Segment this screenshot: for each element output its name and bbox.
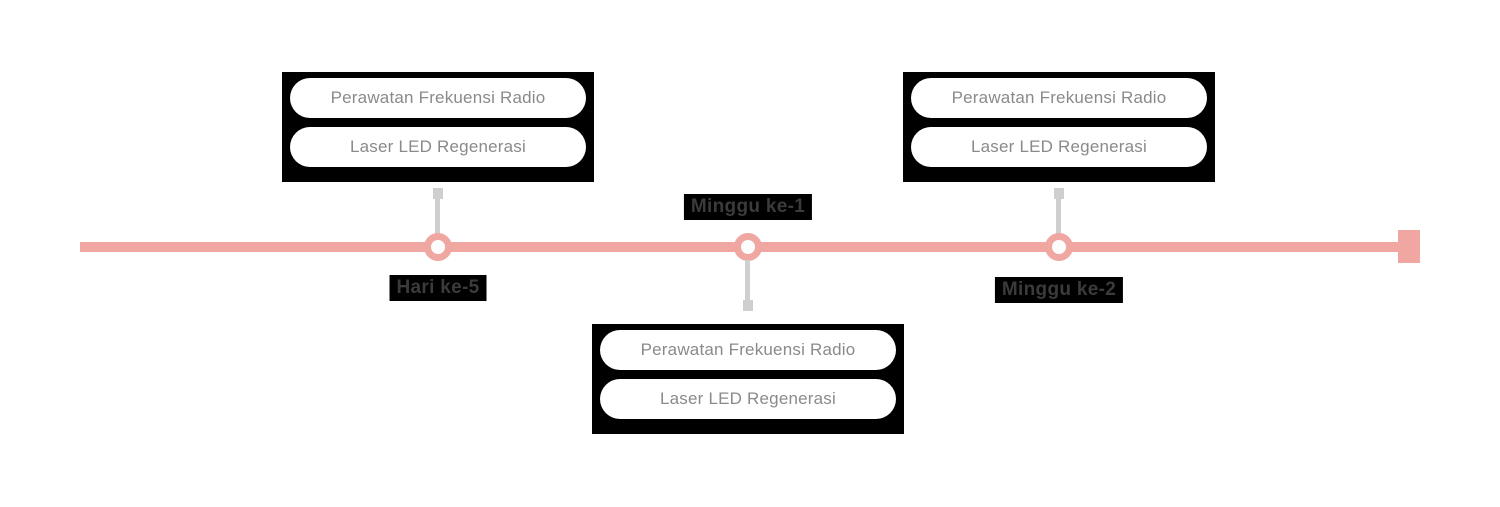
treatment-pill: Perawatan Frekuensi Radio: [911, 78, 1207, 118]
timeline-node: [734, 233, 762, 261]
timeline-end-cap: [1398, 230, 1420, 263]
connector-cap: [1054, 188, 1064, 199]
event-label: Hari ke-5: [389, 275, 487, 301]
connector-cap: [433, 188, 443, 199]
treatment-pill: Laser LED Regenerasi: [911, 127, 1207, 167]
treatment-pill: Laser LED Regenerasi: [600, 379, 896, 419]
treatment-pill: Perawatan Frekuensi Radio: [290, 78, 586, 118]
treatment-pill-label: Laser LED Regenerasi: [660, 389, 836, 408]
treatment-pill-label: Laser LED Regenerasi: [971, 137, 1147, 156]
treatment-pill-label: Perawatan Frekuensi Radio: [640, 340, 856, 359]
connector-line: [435, 196, 440, 236]
treatment-pill-label: Perawatan Frekuensi Radio: [951, 88, 1167, 107]
timeline-node: [1045, 233, 1073, 261]
treatment-card-group: Perawatan Frekuensi Radio Laser LED Rege…: [282, 72, 594, 182]
event-label: Minggu ke-2: [994, 277, 1124, 303]
treatment-pill: Perawatan Frekuensi Radio: [600, 330, 896, 370]
connector-cap: [743, 300, 753, 311]
treatment-pill-label: Laser LED Regenerasi: [350, 137, 526, 156]
treatment-card-group: Perawatan Frekuensi Radio Laser LED Rege…: [903, 72, 1215, 182]
connector-line: [745, 260, 750, 302]
event-label: Minggu ke-1: [683, 194, 813, 220]
timeline-node: [424, 233, 452, 261]
connector-line: [1056, 196, 1061, 236]
treatment-pill: Laser LED Regenerasi: [290, 127, 586, 167]
treatment-pill-label: Perawatan Frekuensi Radio: [330, 88, 546, 107]
treatment-card-group: Perawatan Frekuensi Radio Laser LED Rege…: [592, 324, 904, 434]
